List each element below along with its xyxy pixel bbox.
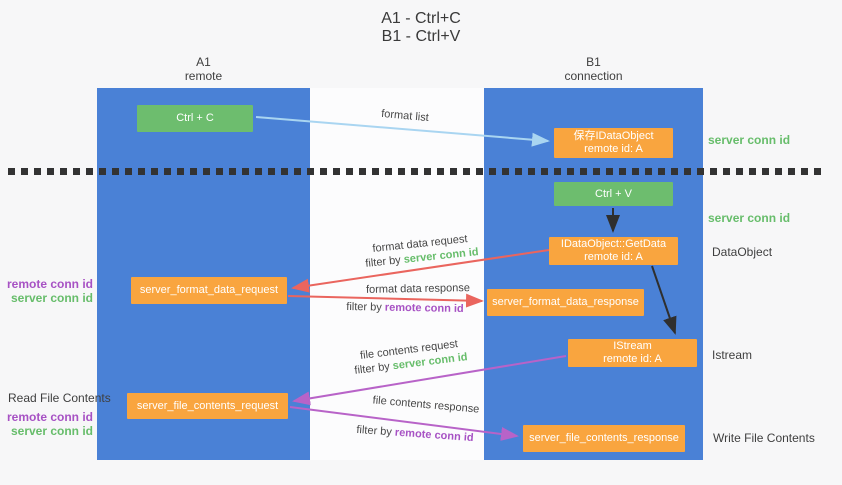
node-save-idataobject: 保存IDataObject remote id: A bbox=[554, 128, 673, 158]
column-b1-id: B1 bbox=[586, 55, 601, 69]
node-server-file-contents-request: server_file_contents_request bbox=[127, 393, 288, 419]
column-a1-id: A1 bbox=[196, 55, 211, 69]
node-getdata-line2: remote id: A bbox=[584, 251, 643, 263]
column-a1-header: A1 remote bbox=[97, 55, 310, 83]
node-server-file-contents-response-label: server_file_contents_response bbox=[529, 432, 679, 444]
title-line-1: A1 - Ctrl+C bbox=[381, 10, 461, 27]
label-filter-by-remote-conn-id-1: filter by remote conn id bbox=[335, 301, 475, 315]
server-conn-id-label: server conn id bbox=[10, 291, 93, 305]
node-getdata-line1: IDataObject::GetData bbox=[560, 238, 667, 250]
label-dataobject: DataObject bbox=[712, 245, 773, 259]
column-b1-role: connection bbox=[564, 69, 623, 83]
node-server-format-data-response: server_format_data_response bbox=[487, 289, 644, 316]
node-istream-line2: remote id: A bbox=[603, 353, 662, 365]
left-conn-id-labels-file: remote conn id server conn id bbox=[0, 410, 93, 438]
label-format-data-response: format data response bbox=[365, 282, 471, 296]
remote-conn-id-label: remote conn id bbox=[6, 410, 93, 424]
node-server-file-contents-response: server_file_contents_response bbox=[523, 425, 685, 452]
node-istream-line1: IStream bbox=[613, 340, 652, 352]
node-server-file-contents-request-label: server_file_contents_request bbox=[136, 399, 279, 412]
label-write-file-contents: Write File Contents bbox=[713, 431, 815, 445]
dotted-divider-line bbox=[8, 168, 823, 175]
label-server-conn-id-mid: server conn id bbox=[708, 211, 791, 225]
node-ctrl-c-label: Ctrl + C bbox=[176, 112, 214, 124]
node-save-line2: remote id: A bbox=[584, 143, 643, 155]
label-istream: Istream bbox=[712, 348, 753, 362]
remote-conn-id-text: remote conn id bbox=[384, 301, 464, 316]
node-idataobject-getdata: IDataObject::GetData remote id: A bbox=[549, 237, 678, 265]
node-istream: IStream remote id: A bbox=[568, 339, 697, 367]
label-server-conn-id-top: server conn id bbox=[708, 133, 791, 147]
left-conn-id-labels-format: remote conn id server conn id bbox=[0, 277, 93, 305]
node-save-line1: 保存IDataObject bbox=[573, 130, 654, 142]
diagram-title: A1 - Ctrl+C B1 - Ctrl+V bbox=[0, 10, 842, 46]
node-ctrl-c: Ctrl + C bbox=[137, 105, 253, 132]
column-a1-role: remote bbox=[184, 69, 223, 83]
filter-by-text: filter by bbox=[346, 300, 382, 314]
node-server-format-data-request: server_format_data_request bbox=[131, 277, 287, 304]
label-read-file-contents: Read File Contents bbox=[8, 391, 111, 405]
server-conn-id-label: server conn id bbox=[10, 424, 93, 438]
node-ctrl-v: Ctrl + V bbox=[554, 182, 673, 206]
remote-conn-id-label: remote conn id bbox=[6, 277, 93, 291]
column-b1-header: B1 connection bbox=[484, 55, 703, 83]
filter-by-text: filter by bbox=[356, 423, 393, 439]
node-server-format-data-response-label: server_format_data_response bbox=[492, 296, 639, 308]
node-ctrl-v-label: Ctrl + V bbox=[595, 187, 632, 200]
title-line-2: B1 - Ctrl+V bbox=[381, 28, 461, 45]
node-server-format-data-request-label: server_format_data_request bbox=[139, 284, 279, 296]
